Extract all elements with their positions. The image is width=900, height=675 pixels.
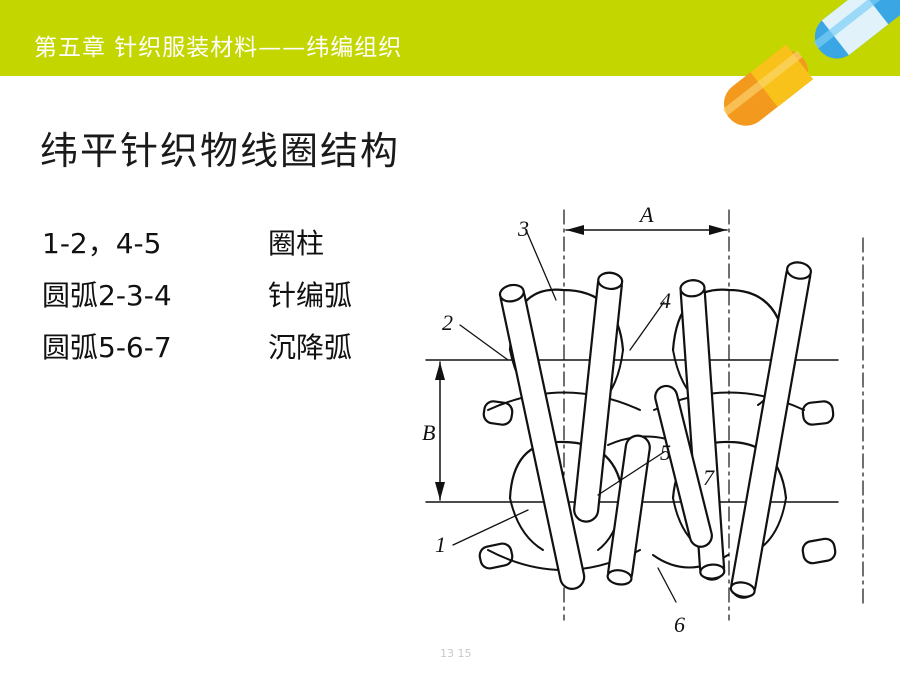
legend-name: 圈柱: [268, 227, 325, 260]
legend-item: 圆弧5-6-7 沉降弧: [42, 326, 402, 378]
label-1: 1: [435, 532, 446, 557]
leader-line: [459, 324, 509, 361]
legend-list: 1-2，4-5 圈柱 圆弧2-3-4 针编弧 圆弧5-6-7 沉降弧: [42, 222, 402, 378]
decorative-logo: [722, 0, 900, 126]
label-7: 7: [703, 465, 715, 490]
slide-title: 纬平针织物线圈结构: [40, 129, 401, 173]
legend-name: 沉降弧: [268, 331, 353, 364]
leader-line: [452, 509, 529, 546]
legend-item: 圆弧2-3-4 针编弧: [42, 274, 402, 326]
dimension-a-label: A: [638, 202, 654, 227]
legend-item: 1-2，4-5 圈柱: [42, 222, 402, 274]
legend-code: 圆弧2-3-4: [42, 279, 172, 312]
page-number: 13 15: [440, 647, 472, 660]
loop-structure-diagram: A B 3 2 4 5 7 1 6: [422, 202, 864, 637]
label-6: 6: [674, 612, 685, 637]
label-4: 4: [660, 288, 671, 313]
legend-name: 针编弧: [268, 279, 353, 312]
chapter-title: 第五章 针织服装材料——纬编组织: [34, 35, 403, 61]
dimension-b-label: B: [422, 420, 435, 445]
leader-line: [657, 567, 677, 603]
header-bar: 第五章 针织服装材料——纬编组织: [0, 0, 900, 76]
legend-code: 圆弧5-6-7: [42, 331, 172, 364]
leader-line: [629, 301, 665, 351]
leader-line: [597, 451, 665, 496]
leader-line: [525, 229, 557, 301]
label-5: 5: [660, 440, 671, 465]
legend-code: 1-2，4-5: [42, 227, 162, 260]
label-2: 2: [442, 310, 453, 335]
label-3: 3: [517, 216, 529, 241]
